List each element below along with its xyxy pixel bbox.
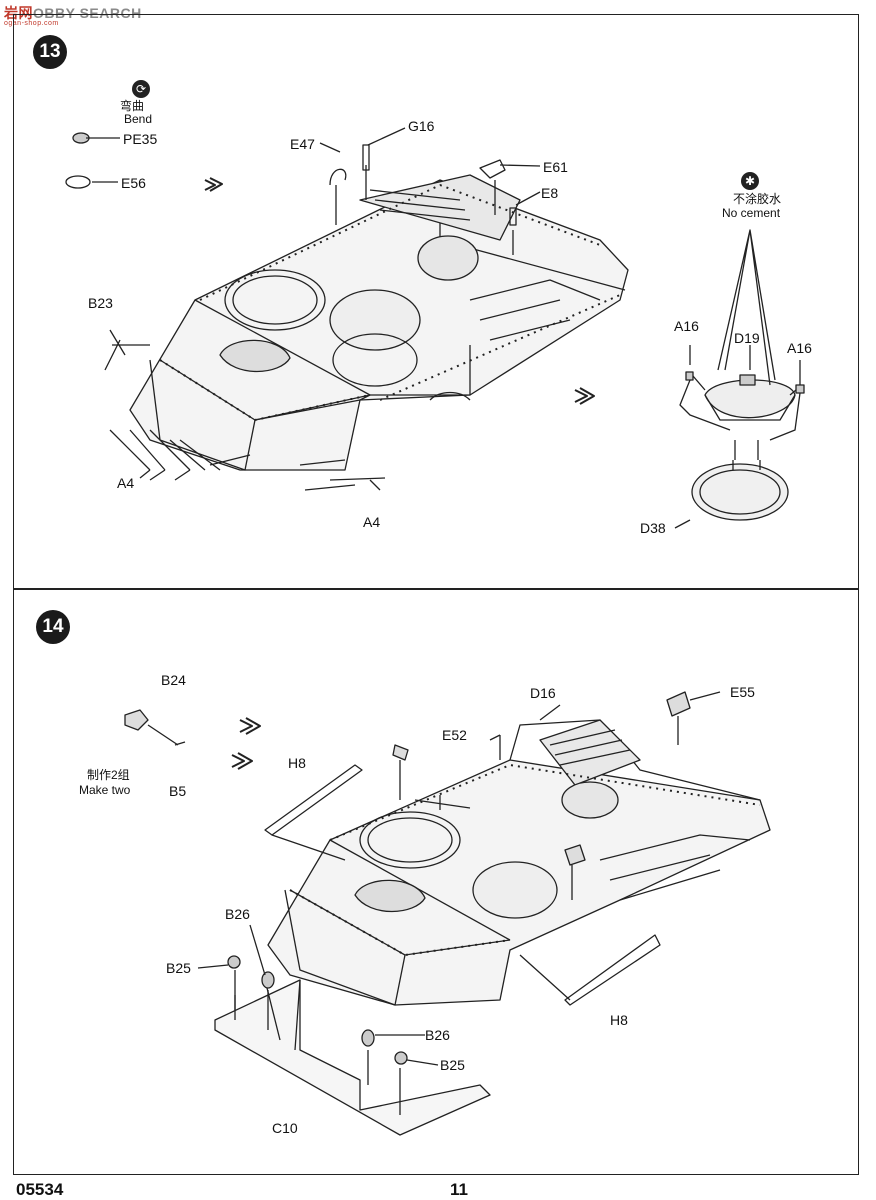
part-label-e52: E52 (442, 727, 467, 743)
part-label-h8-right: H8 (610, 1012, 628, 1028)
watermark-char-2: 网 (18, 5, 33, 21)
part-label-pe35: PE35 (123, 131, 158, 147)
part-label-d19: D19 (734, 330, 760, 346)
part-label-a4-left: A4 (117, 475, 135, 491)
part-label-b24: B24 (161, 672, 186, 688)
part-label-e61: E61 (543, 159, 568, 175)
make-two-label-cn: 制作2组 (87, 768, 130, 782)
step13-hull-drawing (65, 127, 805, 529)
step-14-panel (13, 589, 859, 1175)
no-cement-label-cn: 不涂胶水 (733, 192, 782, 206)
part-label-e8: E8 (541, 185, 559, 201)
part-label-e47: E47 (290, 136, 315, 152)
part-label-e56: E56 (121, 175, 146, 191)
part-label-b5: B5 (169, 783, 187, 799)
product-code: 05534 (16, 1180, 64, 1199)
part-label-b25-bottom: B25 (440, 1057, 465, 1073)
watermark-char-1: 岩 (4, 5, 19, 21)
no-cement-icon: ✱ (741, 172, 759, 190)
watermark-sub: ogan-shop.com (4, 20, 59, 27)
step-13-badge: 13 (33, 35, 67, 69)
make-two-label-en: Make two (79, 783, 131, 797)
step14-hull-drawing (124, 691, 771, 1136)
part-label-a16-right: A16 (787, 340, 812, 356)
part-label-c10: C10 (272, 1120, 298, 1136)
part-label-b26-top: B26 (225, 906, 250, 922)
part-label-h8-left: H8 (288, 755, 306, 771)
watermark: 岩网OBBY SEARCH ogan-shop.com (4, 3, 142, 27)
part-label-d16: D16 (530, 685, 556, 701)
bend-label-cn: 弯曲 (120, 99, 145, 113)
part-label-g16: G16 (408, 118, 435, 134)
step-14-badge: 14 (36, 610, 70, 644)
part-label-a4-right: A4 (363, 514, 381, 530)
part-label-d38: D38 (640, 520, 666, 536)
bend-icon: ⟳ (132, 80, 150, 98)
watermark-text: OBBY SEARCH (33, 5, 142, 21)
page-number: 11 (450, 1180, 468, 1199)
part-label-b23: B23 (88, 295, 113, 311)
step-13-panel (13, 14, 859, 589)
part-label-a16-left: A16 (674, 318, 699, 334)
part-label-e55: E55 (730, 684, 755, 700)
part-label-b25-left: B25 (166, 960, 191, 976)
part-label-b26-bottom: B26 (425, 1027, 450, 1043)
no-cement-label-en: No cement (722, 206, 781, 220)
bend-label-en: Bend (124, 112, 153, 126)
